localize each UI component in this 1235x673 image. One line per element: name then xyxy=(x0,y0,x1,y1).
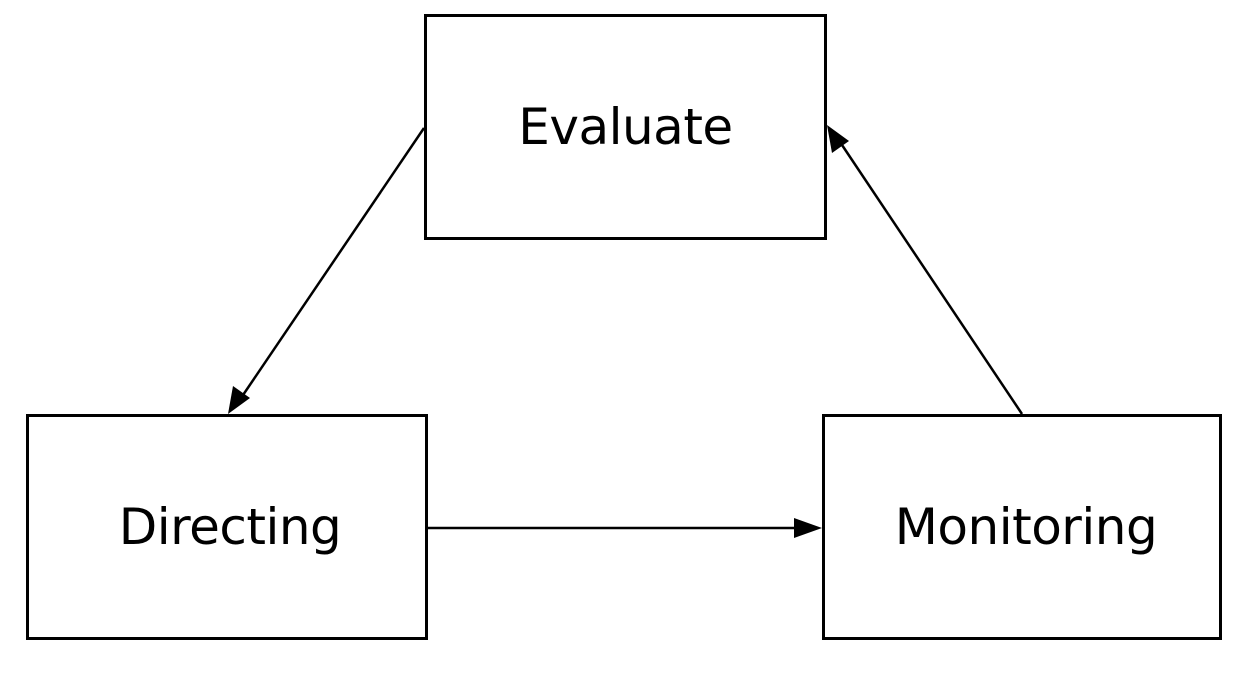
monitoring-label: Monitoring xyxy=(894,498,1158,556)
directing-box: Directing xyxy=(26,414,428,640)
directing-label: Directing xyxy=(118,498,342,556)
arrow-evaluate-to-directing xyxy=(228,127,426,414)
evaluate-box: Evaluate xyxy=(424,14,827,240)
arrow-monitoring-to-evaluate xyxy=(827,125,1024,415)
arrow-directing-to-monitoring xyxy=(428,518,822,538)
monitoring-box: Monitoring xyxy=(822,414,1222,640)
evaluate-label: Evaluate xyxy=(518,98,733,156)
